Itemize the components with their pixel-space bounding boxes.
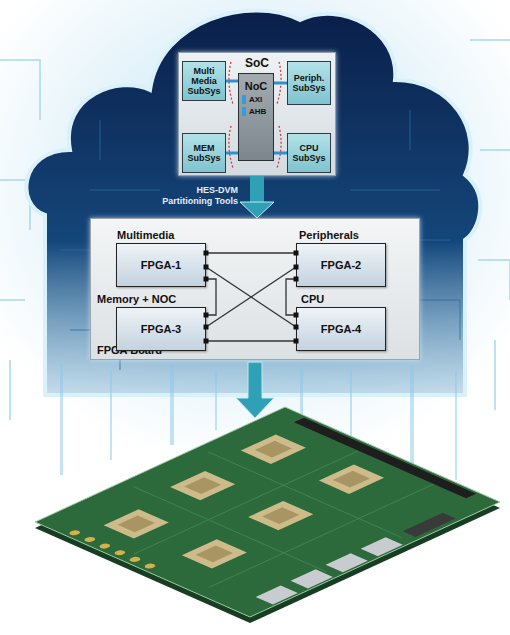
arrow-head — [240, 202, 274, 218]
io-connector — [326, 553, 368, 572]
fpga-chip — [319, 465, 384, 494]
sma-connector — [82, 536, 97, 543]
io-connector — [256, 585, 298, 604]
edge-label: HES-DVM Partitioning Tools — [148, 185, 238, 207]
fpga-chip — [170, 471, 235, 500]
box-label: FPGA-2 — [297, 259, 385, 271]
connector — [240, 176, 274, 218]
data-stream — [410, 365, 414, 465]
sma-connector — [97, 543, 112, 550]
data-stream — [170, 365, 174, 445]
io-connector — [361, 537, 403, 556]
data-stream — [60, 365, 63, 475]
partition-heading: Memory + NOC — [97, 293, 176, 305]
fpga-box: Memory + NOCFPGA-3 — [116, 307, 206, 351]
fpga-box: PeripheralsFPGA-2 — [296, 243, 386, 287]
board-panel: FPGA BoardMultimediaFPGA-1PeripheralsFPG… — [90, 218, 420, 360]
soc-panel: SoCMulti Media SubSysPeriph. SubSysNoCAX… — [178, 52, 336, 176]
box-label: CPU SubSys — [288, 143, 330, 163]
chip-die — [196, 546, 233, 563]
chip-die — [262, 507, 299, 524]
noc-box: NoC AXI AHB — [238, 73, 274, 161]
box-label: MEM SubSys — [183, 143, 225, 163]
box-label: Multi Media SubSys — [183, 66, 225, 96]
pcb-board — [35, 407, 500, 617]
sma-connector — [143, 563, 158, 570]
box-label: FPGA-3 — [117, 323, 205, 335]
subsystem-box: Multi Media SubSys — [182, 61, 226, 101]
connector-line — [250, 176, 264, 203]
partition-heading: CPU — [301, 293, 324, 305]
chip-die — [118, 516, 155, 533]
fpga-chip — [182, 539, 247, 568]
partition-heading: Peripherals — [299, 229, 359, 241]
tech-glow — [0, 0, 510, 470]
cloud-shape — [26, 11, 480, 395]
fpga-chip — [241, 435, 306, 464]
board-arrow — [236, 362, 274, 418]
subsystem-box: CPU SubSys — [287, 133, 331, 173]
pcb-surface — [35, 407, 500, 617]
fpga-chip — [104, 509, 169, 538]
chip-die — [333, 471, 370, 488]
box-label: FPGA-4 — [297, 323, 385, 335]
bus-name: AHB — [242, 107, 273, 116]
edge-connector — [294, 418, 476, 499]
pcb-traces — [58, 418, 477, 607]
chip-die — [255, 441, 292, 458]
box-label: Periph. SubSys — [288, 73, 330, 93]
data-stream — [215, 370, 217, 430]
header-connector — [403, 513, 456, 537]
fpga-chip — [248, 501, 313, 530]
sma-connector — [128, 556, 143, 563]
sma-connector — [67, 529, 82, 536]
data-stream — [110, 370, 112, 460]
subsystem-box: Periph. SubSys — [287, 61, 331, 105]
box-label: FPGA-1 — [117, 259, 205, 271]
sma-connector — [112, 549, 127, 556]
partition-heading: Multimedia — [117, 229, 174, 241]
data-stream — [455, 370, 457, 480]
subsystem-box: MEM SubSys — [182, 133, 226, 173]
fpga-box: MultimediaFPGA-1 — [116, 243, 206, 287]
io-connector — [291, 569, 333, 588]
chip-die — [184, 477, 221, 494]
box-label: NoC — [239, 80, 273, 92]
bus-name: AXI — [242, 95, 273, 104]
fpga-box: CPUFPGA-4 — [296, 307, 386, 351]
